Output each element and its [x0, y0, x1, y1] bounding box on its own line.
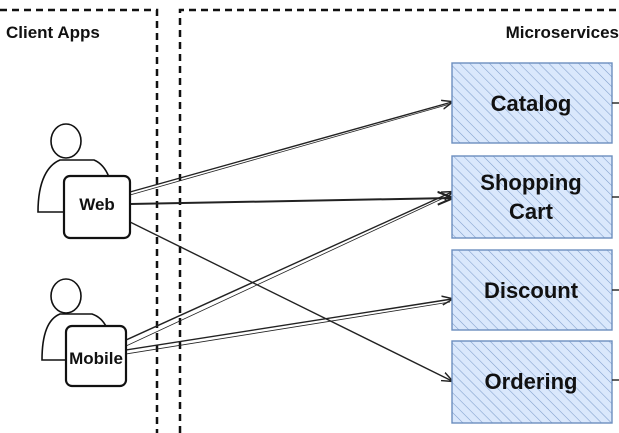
microservices-group: Microservices — [178, 8, 619, 433]
mobile-client: Mobile — [41, 278, 128, 388]
client-apps-group: Client Apps — [0, 8, 159, 433]
web-box — [62, 174, 132, 240]
service-shopping-cart: Shopping Cart — [451, 155, 619, 239]
mobile-box — [64, 324, 128, 388]
mobile-label: Mobile — [69, 349, 123, 368]
connection-mobile-discount-sketch — [125, 301, 451, 355]
shopping-cart-label-line1: Shopping — [480, 170, 581, 195]
service-catalog: Catalog — [451, 62, 619, 144]
connection-web-catalog-sketch — [129, 103, 451, 196]
service-discount: Discount — [451, 249, 619, 331]
web-client: Web — [37, 123, 132, 240]
connection-mobile-shopping-cart — [125, 194, 451, 347]
ordering-label: Ordering — [485, 369, 578, 394]
catalog-label: Catalog — [491, 91, 572, 116]
client-apps-title: Client Apps — [6, 23, 100, 42]
connection-web-ordering — [129, 221, 452, 381]
service-ordering: Ordering — [451, 340, 619, 424]
connection-mobile-discount — [125, 299, 452, 351]
shopping-cart-label-line2: Cart — [509, 199, 554, 224]
discount-label: Discount — [484, 278, 579, 303]
connection-web-shopping-cart — [129, 198, 452, 204]
microservices-title: Microservices — [506, 23, 619, 42]
connections — [125, 102, 452, 381]
web-label: Web — [79, 195, 115, 214]
connection-mobile-catalog — [125, 192, 452, 341]
connection-web-catalog — [129, 102, 452, 193]
